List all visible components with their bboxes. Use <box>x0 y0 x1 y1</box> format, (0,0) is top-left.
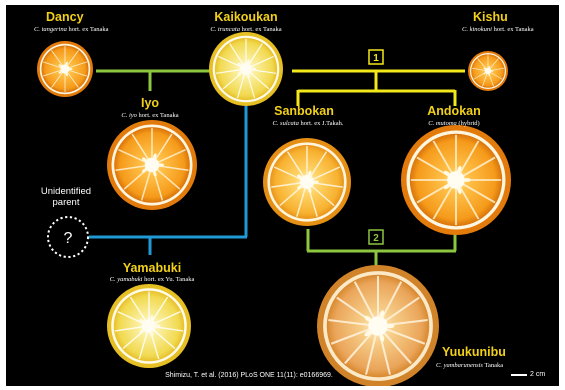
fruit-iyo-cross-section <box>107 120 197 210</box>
unidentified-parent-node: ? <box>48 217 88 257</box>
cross-badge-1: 1 <box>369 50 383 64</box>
sci-name-yamabuki: C. yamabuki hort. ex Yu. Tanaka <box>110 277 195 284</box>
variety-name-yamabuki: Yamabuki <box>123 262 181 275</box>
sci-species-yamabuki: C. yamabuki <box>110 276 143 283</box>
fruit-sanbokan-cross-section <box>263 138 351 226</box>
sci-name-kishu: C. kinokuni hort. ex Tanaka <box>462 27 534 34</box>
sci-authority-dancy: hort. ex Tanaka <box>67 26 109 33</box>
unidentified-parent-symbol: ? <box>64 230 73 247</box>
sci-authority-andokan: (hybrid) <box>457 120 480 127</box>
fruit-andokan-cross-section <box>401 125 511 235</box>
fruit-kaikoukan-cross-section <box>209 32 283 106</box>
sci-species-kishu: C. kinokuni <box>462 26 492 33</box>
variety-name-dancy: Dancy <box>46 11 84 24</box>
fruit-yamabuki-cross-section <box>107 284 191 368</box>
sci-species-sanbokan: C. sulcata <box>272 120 298 127</box>
variety-name-sanbokan: Sanbokan <box>274 105 334 118</box>
variety-name-iyo: Iyo <box>141 97 159 110</box>
fruit-yuukunibu-cross-section <box>317 265 439 386</box>
variety-name-kishu: Kishu <box>473 11 508 24</box>
sci-species-yuukunibu: C. yambarunensis <box>436 362 483 369</box>
sci-name-yuukunibu: C. yambarunensis Tanaka <box>436 363 503 370</box>
sci-species-iyo: C. iyo <box>121 112 137 119</box>
variety-name-kaikoukan: Kaikoukan <box>214 11 277 24</box>
sci-authority-yuukunibu: Tanaka <box>483 362 503 369</box>
sci-species-andokan: C. mutoma <box>428 120 457 127</box>
citation: Shimizu, T. et al. (2016) PLoS ONE 11(11… <box>165 372 333 379</box>
cross-badge-2-label: 2 <box>373 233 379 244</box>
sci-name-andokan: C. mutoma (hybrid) <box>428 121 479 128</box>
cross-badge-1-label: 1 <box>373 53 379 64</box>
sci-species-dancy: C. tangerina <box>34 26 67 33</box>
unidentified-parent-label: Unidentified parent <box>41 187 91 209</box>
sci-name-iyo: C. iyo hort. ex Tanaka <box>121 113 178 120</box>
sci-authority-iyo: hort. ex Tanaka <box>137 112 179 119</box>
cross-badge-2: 2 <box>369 230 383 244</box>
sci-authority-sanbokan: hort. ex J.Takah. <box>299 120 344 127</box>
variety-name-andokan: Andokan <box>427 105 480 118</box>
sci-authority-kaikoukan: hort. ex Tanaka <box>240 26 282 33</box>
fruit-dancy-cross-section <box>37 41 93 97</box>
sci-authority-kishu: hort. ex Tanaka <box>492 26 534 33</box>
sci-authority-yamabuki: hort. ex Yu. Tanaka <box>142 276 194 283</box>
sci-species-kaikoukan: C. truncata <box>210 26 240 33</box>
variety-name-yuukunibu: Yuukunibu <box>442 346 506 359</box>
scale-bar-label: 2 cm <box>530 371 545 378</box>
sci-name-kaikoukan: C. truncata hort. ex Tanaka <box>210 27 281 34</box>
unidentified-parent-label-line2: parent <box>41 198 91 209</box>
sci-name-dancy: C. tangerina hort. ex Tanaka <box>34 27 109 34</box>
pedigree-figure: 1 2 ? Dancy C. tangerina hort. ex Tanaka… <box>6 5 559 386</box>
fruit-kishu-cross-section <box>468 51 508 91</box>
sci-name-sanbokan: C. sulcata hort. ex J.Takah. <box>272 121 343 128</box>
